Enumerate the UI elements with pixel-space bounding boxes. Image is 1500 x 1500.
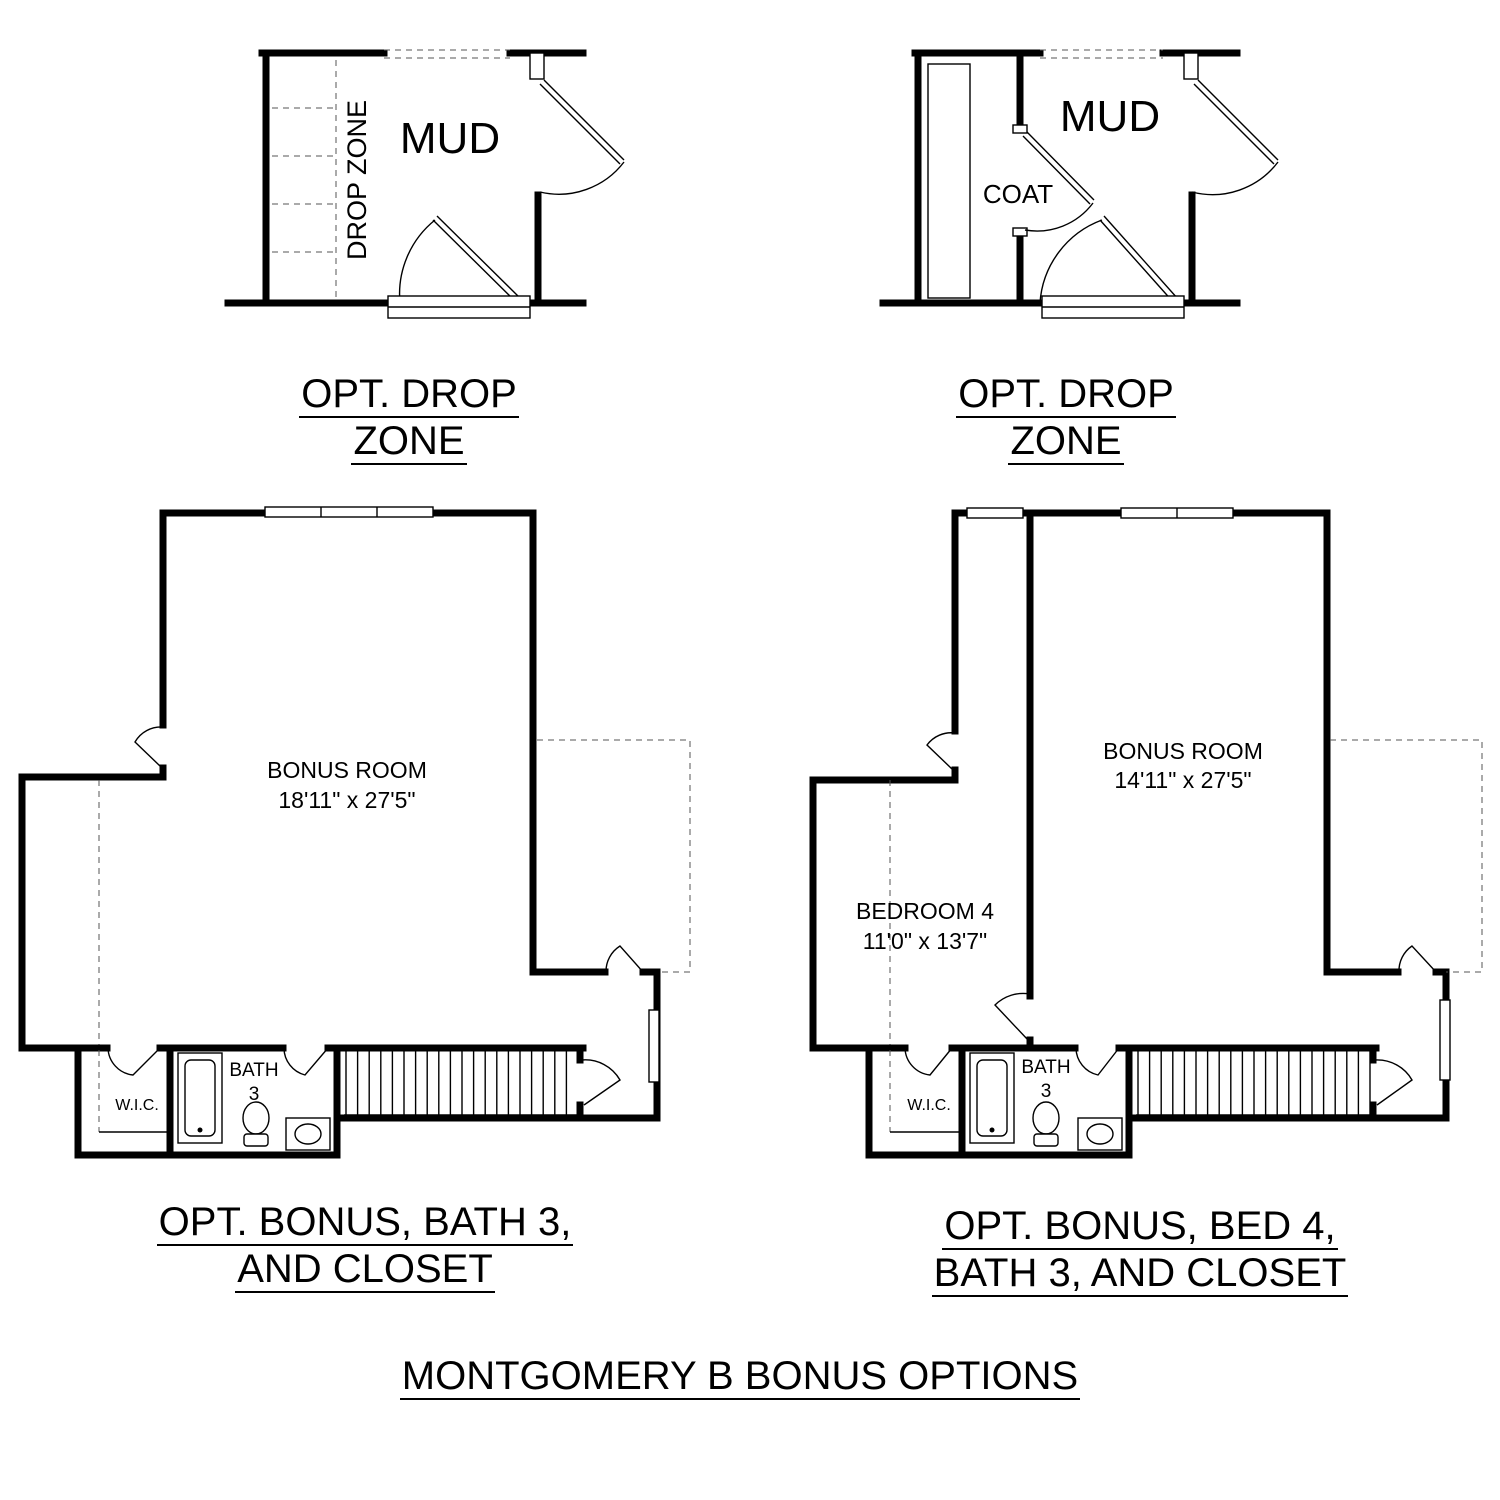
mud-room-label: MUD <box>400 114 500 163</box>
window <box>264 506 434 518</box>
staircase <box>345 1050 568 1115</box>
bath-number-b: 3 <box>1041 1081 1052 1102</box>
mud-room-label-b: MUD <box>1060 92 1160 141</box>
staircase <box>1137 1050 1371 1115</box>
caption-line: OPT. BONUS, BATH 3, <box>156 1200 574 1246</box>
window <box>966 507 1024 519</box>
drop-zone-plan-a: MUD DROP ZONE <box>224 49 625 319</box>
bedroom-label: BEDROOM 4 <box>856 898 994 924</box>
caption-line: ZONE <box>1008 419 1124 465</box>
caption-bonus-a: OPT. BONUS, BATH 3, AND CLOSET <box>115 1199 615 1293</box>
caption-line: ZONE <box>351 419 467 465</box>
coat-shelf <box>927 63 971 299</box>
caption-line: OPT. BONUS, BED 4, <box>942 1204 1338 1250</box>
caption-line: AND CLOSET <box>235 1247 495 1293</box>
page-title: MONTGOMERY B BONUS OPTIONS <box>340 1353 1140 1400</box>
bonus-room-label: BONUS ROOM <box>267 757 427 783</box>
coat-closet-label: COAT <box>983 179 1053 209</box>
wic-label-b: W.I.C. <box>907 1097 951 1114</box>
bonus-room-size-b: 14'11" x 27'5" <box>1114 767 1251 793</box>
toilet <box>1032 1101 1060 1135</box>
caption-line: OPT. DROP <box>299 372 519 418</box>
wic-label: W.I.C. <box>115 1097 159 1114</box>
toilet <box>242 1101 270 1135</box>
caption-line: OPT. DROP <box>956 372 1176 418</box>
door-swing <box>543 79 625 161</box>
caption-drop-zone-a: OPT. DROP ZONE <box>259 371 559 465</box>
bonus-room-label-b: BONUS ROOM <box>1103 738 1263 764</box>
caption-bonus-b: OPT. BONUS, BED 4, BATH 3, AND CLOSET <box>890 1203 1390 1297</box>
bonus-plan-a: BONUS ROOM 18'11" x 27'5" BATH 3 W.I.C. <box>18 506 691 1159</box>
bonus-room-size: 18'11" x 27'5" <box>278 787 415 813</box>
bonus-plan-b: BONUS ROOM 14'11" x 27'5" BEDROOM 4 11'0… <box>809 507 1483 1159</box>
drop-zone-plan-b: MUD COAT <box>879 49 1279 319</box>
drop-zone-label: DROP ZONE <box>342 100 372 260</box>
page-title-text: MONTGOMERY B BONUS OPTIONS <box>399 1354 1081 1400</box>
bath-label-b: BATH <box>1021 1057 1070 1078</box>
caption-line: BATH 3, AND CLOSET <box>931 1251 1349 1297</box>
caption-drop-zone-b: OPT. DROP ZONE <box>916 371 1216 465</box>
bath-label: BATH <box>229 1060 278 1081</box>
bath-number: 3 <box>249 1084 260 1105</box>
bedroom-size: 11'0" x 13'7" <box>863 928 987 954</box>
